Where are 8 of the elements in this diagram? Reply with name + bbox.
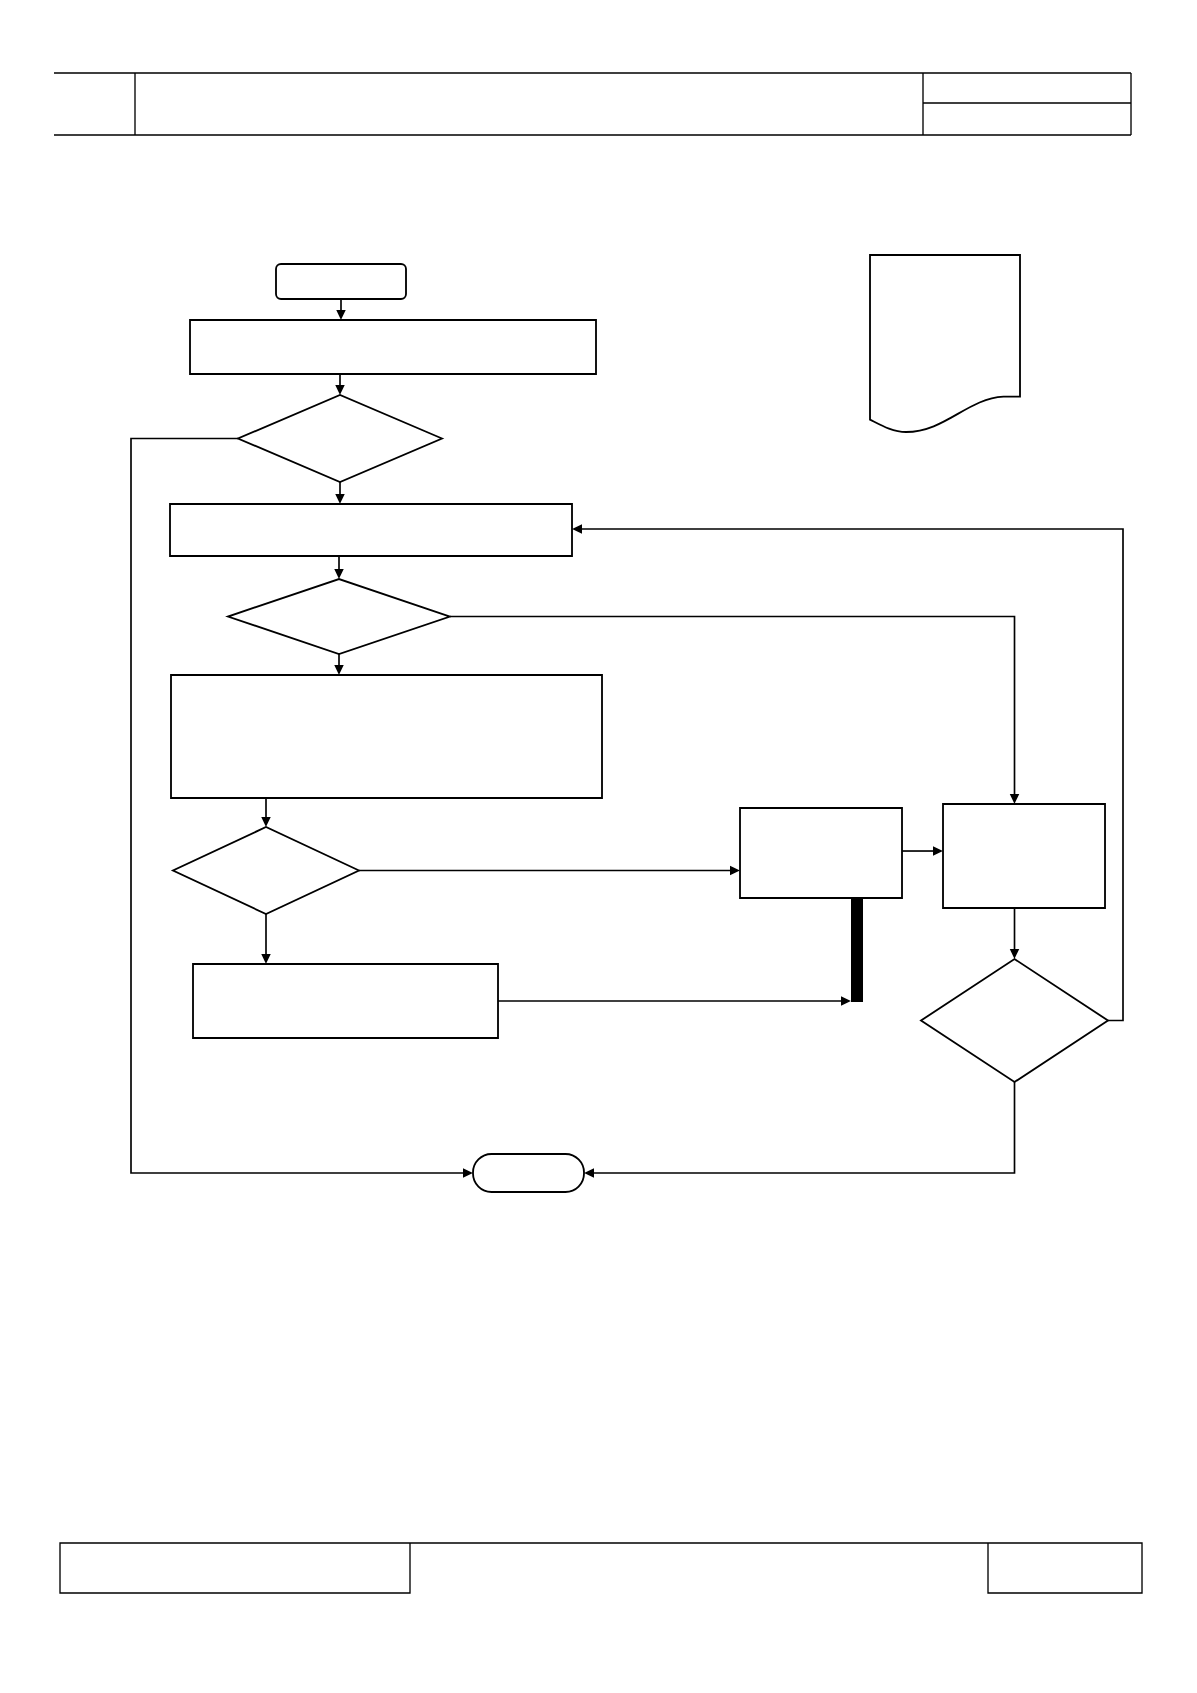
process-box xyxy=(189,319,597,375)
terminal-box xyxy=(275,263,407,300)
process-box xyxy=(942,803,1106,909)
process-box xyxy=(192,963,499,1039)
process-box xyxy=(169,503,573,557)
process-box xyxy=(170,674,603,799)
process-box xyxy=(739,807,903,899)
document-symbol xyxy=(869,254,1021,433)
